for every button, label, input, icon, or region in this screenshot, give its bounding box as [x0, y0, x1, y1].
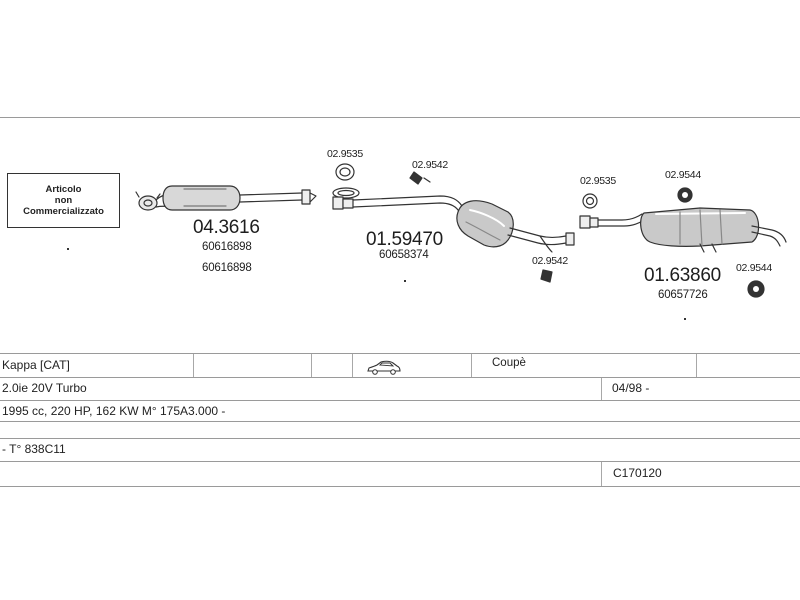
- part-code[interactable]: 01.59470: [366, 229, 443, 250]
- gasket-02-9535-c-icon: [582, 193, 598, 209]
- part-ref: 60616898: [202, 241, 252, 253]
- hanger-02-9542-a-icon: [409, 171, 431, 185]
- small-part-code[interactable]: 02.9544: [665, 169, 701, 181]
- vehicle-body: Coupè: [492, 357, 526, 369]
- col-sep: [352, 354, 353, 377]
- table-rule: [0, 353, 800, 354]
- small-part-code[interactable]: 02.9542: [412, 159, 448, 171]
- not-sold-line-2: non: [54, 195, 73, 206]
- gasket-02-9535-a-icon: [335, 163, 355, 181]
- table-rule: [0, 461, 800, 462]
- coupe-car-icon: [367, 360, 401, 375]
- part-ref: 60657726: [658, 289, 708, 301]
- not-sold-line-3: Commercializzato: [23, 206, 104, 217]
- rear-silencer-icon: [579, 207, 787, 253]
- col-sep: [193, 354, 194, 377]
- not-sold-box: Articolo non Commercializzato: [7, 173, 120, 228]
- vehicle-date: 04/98 -: [612, 381, 650, 395]
- catalytic-converter-icon: [155, 185, 317, 211]
- table-rule: [0, 486, 800, 487]
- table-rule: [0, 400, 800, 401]
- vehicle-type: - T° 838C11: [2, 442, 66, 456]
- not-sold-line-1: Articolo: [45, 184, 82, 195]
- table-rule: [0, 377, 800, 378]
- part-code[interactable]: 04.3616: [193, 217, 260, 238]
- gasket-02-9535-b-icon: [332, 187, 360, 199]
- marker-dot: [404, 280, 406, 282]
- top-rule: [0, 117, 800, 118]
- hanger-02-9544-a-icon: [677, 187, 693, 203]
- table-rule: [0, 438, 800, 439]
- part-code[interactable]: 01.63860: [644, 265, 721, 286]
- exhaust-diagram: [135, 163, 787, 298]
- hanger-02-9542-b-icon: [540, 269, 553, 283]
- small-part-code[interactable]: 02.9535: [327, 148, 363, 160]
- vehicle-specs: 1995 cc, 220 HP, 162 KW M° 175A3.000 -: [2, 404, 226, 418]
- small-part-code[interactable]: 02.9542: [532, 255, 568, 267]
- catalog-code: C170120: [613, 466, 662, 480]
- part-ref: 60616898: [202, 262, 252, 274]
- marker-dot: [684, 318, 686, 320]
- small-part-code[interactable]: 02.9544: [736, 262, 772, 274]
- table-rule: [0, 421, 800, 422]
- part-ref: 60658374: [379, 249, 429, 261]
- col-sep: [696, 354, 697, 377]
- col-sep: [601, 378, 602, 400]
- vehicle-engine: 2.0ie 20V Turbo: [2, 381, 87, 395]
- middle-silencer-icon: [332, 195, 575, 253]
- hanger-02-9544-b-icon: [747, 280, 765, 298]
- marker-dot: [67, 248, 69, 250]
- small-part-code[interactable]: 02.9535: [580, 175, 616, 187]
- vehicle-model: Kappa [CAT]: [2, 358, 70, 372]
- col-sep: [471, 354, 472, 377]
- col-sep: [601, 462, 602, 486]
- col-sep: [311, 354, 312, 377]
- front-flange-icon: [135, 191, 161, 211]
